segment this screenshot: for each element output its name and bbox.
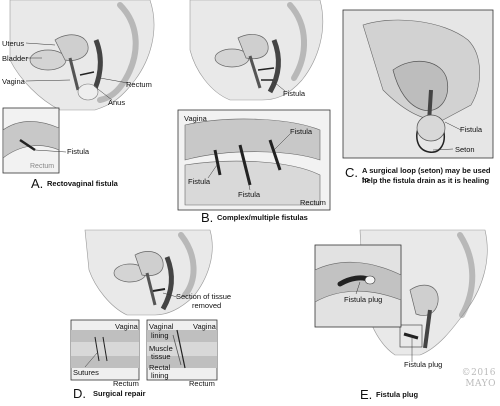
mayo-watermark-line2: MAYO bbox=[465, 379, 496, 389]
panel-c: Fistula Seton C. A surgical loop (seton)… bbox=[342, 9, 498, 195]
panel-b-letter: B. bbox=[201, 210, 214, 225]
sutures-label: Sutures bbox=[73, 368, 99, 377]
panel-b-caption: Complex/multiple fistulas bbox=[217, 213, 308, 222]
fistula-left-label: Fistula bbox=[188, 177, 211, 186]
rectum-inset-label: Rectum bbox=[30, 163, 55, 170]
panel-c-caption-2: help the fistula drain as it is healing bbox=[362, 176, 490, 185]
vaginal-lining-label-1: Vaginal bbox=[149, 322, 174, 331]
fistula-plug-main-label: Fistula plug bbox=[404, 360, 443, 369]
panel-d-illustration bbox=[70, 229, 218, 381]
seton-label: Seton bbox=[455, 145, 475, 154]
fistula-c-label: Fistula bbox=[460, 125, 483, 134]
rectum-inset-b-label: Rectum bbox=[300, 198, 326, 207]
panel-b-illustration bbox=[177, 0, 331, 211]
panel-c-illustration bbox=[342, 9, 494, 159]
panel-e-illustration bbox=[314, 229, 488, 362]
uterus-label: Uterus bbox=[2, 39, 25, 48]
mayo-watermark-line1: ©2016 bbox=[461, 368, 496, 378]
rectal-lining-label-1: Rectal bbox=[149, 363, 171, 372]
muscle-tissue-label-1: Muscle bbox=[149, 344, 173, 353]
section-removed-label-1: Section of tissue bbox=[176, 292, 232, 301]
vagina-right-label: Vagina bbox=[193, 322, 216, 331]
rectum-left-label: Rectum bbox=[113, 379, 139, 388]
anus-label: Anus bbox=[108, 98, 126, 107]
vagina-inset-label: Vagina bbox=[184, 114, 207, 123]
rectal-lining-label-2: lining bbox=[151, 371, 169, 380]
vagina-label: Vagina bbox=[2, 77, 25, 86]
panel-e-caption: Fistula plug bbox=[376, 390, 419, 399]
panel-e-letter: E. bbox=[360, 387, 373, 402]
fistula-top-label: Fistula bbox=[283, 89, 306, 98]
fistula-right-label: Fistula bbox=[290, 127, 313, 136]
muscle-tissue-label-2: tissue bbox=[151, 352, 171, 361]
panel-c-caption-1: A surgical loop (seton) may be used to bbox=[362, 166, 491, 184]
rectum-right-label: Rectum bbox=[189, 379, 215, 388]
vagina-left-label: Vagina bbox=[115, 322, 138, 331]
panel-a: Uterus Bladder Vagina Anus Rectum Fistul… bbox=[0, 0, 170, 200]
panel-a-caption: Rectovaginal fistula bbox=[47, 179, 118, 188]
fistula-label: Fistula bbox=[67, 147, 90, 156]
rectum-label: Rectum bbox=[126, 80, 152, 89]
panel-d-caption: Surgical repair bbox=[93, 389, 146, 398]
fistula-plug-inset-label: Fistula plug bbox=[344, 295, 383, 304]
panel-c-letter: C. bbox=[345, 165, 358, 180]
panel-b: Fistula Vagina Fistula Fistula Fistula R… bbox=[170, 0, 335, 225]
vaginal-lining-label-2: lining bbox=[151, 331, 169, 340]
panel-d-letter: D. bbox=[73, 386, 86, 401]
panel-a-letter: A. bbox=[31, 176, 44, 191]
panel-a-illustration bbox=[2, 0, 155, 174]
fistula-mid-label: Fistula bbox=[238, 190, 261, 199]
bladder-label: Bladder bbox=[2, 54, 28, 63]
panel-d: Section of tissue removed Vagina Sutures… bbox=[55, 225, 231, 406]
section-removed-label-2: removed bbox=[192, 301, 222, 310]
panel-e: Fistula plug Fistula plug E. Fistula plu… bbox=[300, 229, 500, 406]
